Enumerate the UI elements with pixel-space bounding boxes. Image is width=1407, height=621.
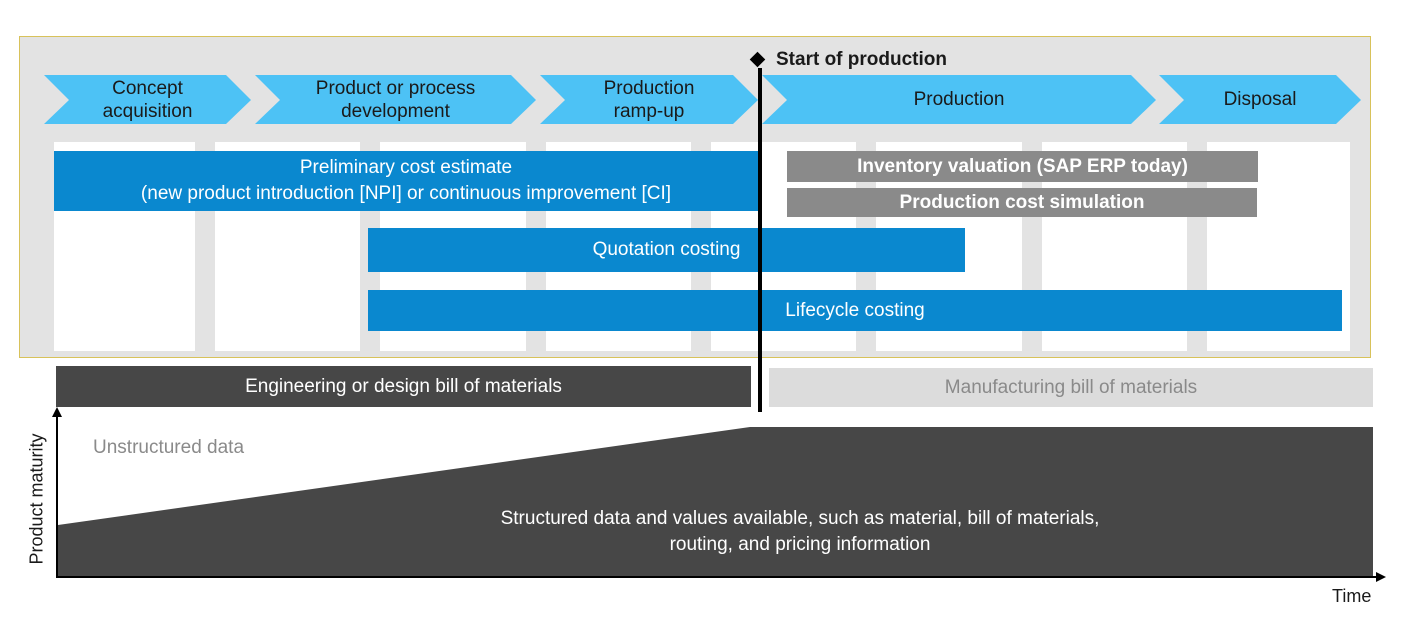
start-of-production-marker: Start of production <box>749 49 947 71</box>
structured-data-label: Structured data and values available, su… <box>500 508 1100 555</box>
phase-label-concept: Concept acquisition <box>102 77 193 122</box>
y-axis-arrowhead <box>52 407 62 417</box>
quotation-costing-bar: Quotation costing <box>368 228 965 272</box>
engineering-bom-bar: Engineering or design bill of materials <box>56 366 751 407</box>
phase-arrow-concept <box>44 75 251 124</box>
phase-label-production: Production <box>913 89 1005 110</box>
phase-label-development: Product or process development <box>315 77 476 122</box>
manufacturing-bom-bar: Manufacturing bill of materials <box>769 368 1373 407</box>
diamond-icon <box>749 51 766 68</box>
x-axis-label: Time <box>1332 586 1372 606</box>
production-cost-simulation-bar: Production cost simulation <box>787 188 1257 217</box>
start-of-production-label: Start of production <box>776 49 947 70</box>
phase-arrow-disposal <box>1159 75 1361 124</box>
y-axis-label: Product maturity <box>26 433 47 565</box>
phase-label-rampup: Production ramp-up <box>603 77 695 122</box>
phase-label-disposal: Disposal <box>1223 89 1297 110</box>
phase-arrow-production <box>762 75 1156 124</box>
unstructured-data-label: Unstructured data <box>93 437 245 458</box>
phase-arrow-development <box>255 75 536 124</box>
inventory-valuation-bar: Inventory valuation (SAP ERP today) <box>787 151 1258 182</box>
x-axis-arrowhead <box>1376 572 1386 582</box>
phase-arrows <box>44 75 1361 124</box>
phase-arrow-rampup <box>540 75 758 124</box>
structured-data-area <box>58 427 1373 576</box>
start-of-production-line <box>758 68 762 412</box>
preliminary-cost-estimate-bar: Preliminary cost estimate (new product i… <box>54 151 758 211</box>
lifecycle-costing-bar: Lifecycle costing <box>368 290 1342 331</box>
